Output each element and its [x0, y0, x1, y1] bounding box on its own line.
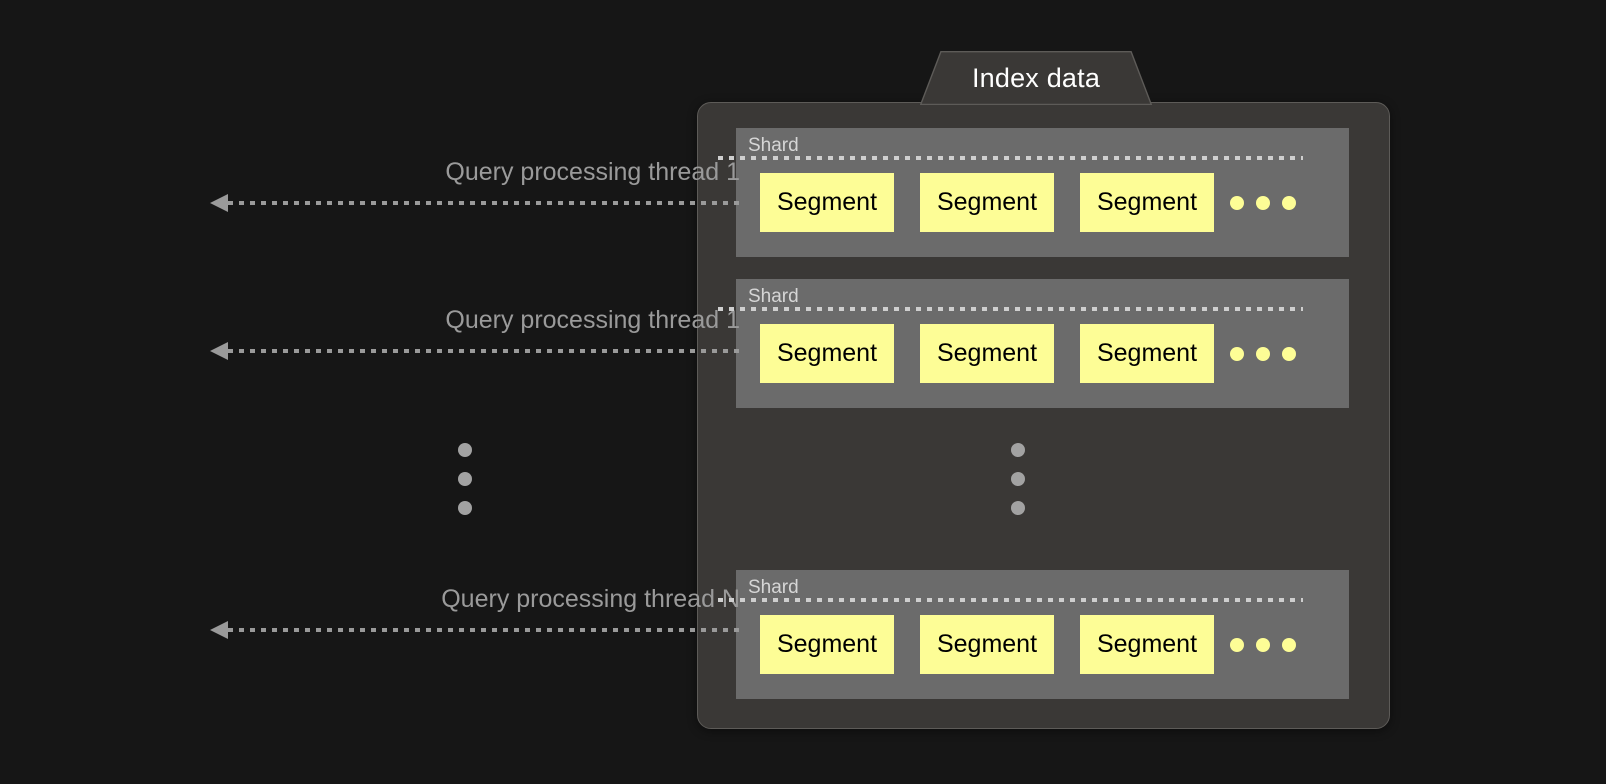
vertical-ellipsis-dot [458, 443, 472, 457]
segment-ellipsis-dots [1230, 347, 1320, 361]
ellipsis-dot [1282, 638, 1296, 652]
arrow-left-icon [210, 621, 228, 639]
shard-connector-line [718, 307, 1303, 311]
ellipsis-dot [1230, 347, 1244, 361]
segment-box: Segment [1080, 615, 1214, 674]
ellipsis-dot [1230, 638, 1244, 652]
segment-box: Segment [1080, 173, 1214, 232]
query-thread-line [228, 349, 740, 353]
shard-connector-line [718, 156, 1303, 160]
query-thread-label: Query processing thread 1 [445, 306, 740, 334]
query-thread-arrow: Query processing thread 1 [210, 306, 740, 368]
index-data-title: Index data [971, 62, 1101, 93]
shard-label: Shard [748, 135, 799, 156]
segment-box: Segment [760, 324, 894, 383]
query-thread-label: Query processing thread N [441, 585, 740, 613]
shard-row: Shard Segment Segment Segment [718, 570, 1349, 699]
query-thread-arrow: Query processing thread N [210, 585, 740, 647]
segment-box: Segment [920, 324, 1054, 383]
segments-row: Segment Segment Segment [736, 324, 1349, 384]
arrow-left-icon [210, 342, 228, 360]
ellipsis-dot [1256, 638, 1270, 652]
ellipsis-dot [1230, 196, 1244, 210]
query-thread-label: Query processing thread 1 [445, 158, 740, 186]
vertical-ellipsis-dot [1011, 472, 1025, 486]
query-thread-line [228, 628, 740, 632]
segment-box: Segment [760, 173, 894, 232]
segment-box: Segment [760, 615, 894, 674]
shard-row: Shard Segment Segment Segment [718, 128, 1349, 257]
segment-box: Segment [920, 615, 1054, 674]
threads-vertical-ellipsis [458, 443, 472, 515]
shard-connector-line [718, 598, 1303, 602]
shard-label: Shard [748, 286, 799, 307]
segments-row: Segment Segment Segment [736, 615, 1349, 675]
query-thread-line [228, 201, 740, 205]
segment-box: Segment [1080, 324, 1214, 383]
shard-label: Shard [748, 577, 799, 598]
ellipsis-dot [1282, 196, 1296, 210]
query-thread-arrow: Query processing thread 1 [210, 158, 740, 220]
shard-row: Shard Segment Segment Segment [718, 279, 1349, 408]
panel-vertical-ellipsis [1011, 443, 1025, 515]
vertical-ellipsis-dot [458, 501, 472, 515]
segments-row: Segment Segment Segment [736, 173, 1349, 233]
vertical-ellipsis-dot [458, 472, 472, 486]
arrow-left-icon [210, 194, 228, 212]
ellipsis-dot [1256, 196, 1270, 210]
ellipsis-dot [1282, 347, 1296, 361]
segment-ellipsis-dots [1230, 638, 1320, 652]
vertical-ellipsis-dot [1011, 501, 1025, 515]
segment-ellipsis-dots [1230, 196, 1320, 210]
segment-box: Segment [920, 173, 1054, 232]
ellipsis-dot [1256, 347, 1270, 361]
vertical-ellipsis-dot [1011, 443, 1025, 457]
